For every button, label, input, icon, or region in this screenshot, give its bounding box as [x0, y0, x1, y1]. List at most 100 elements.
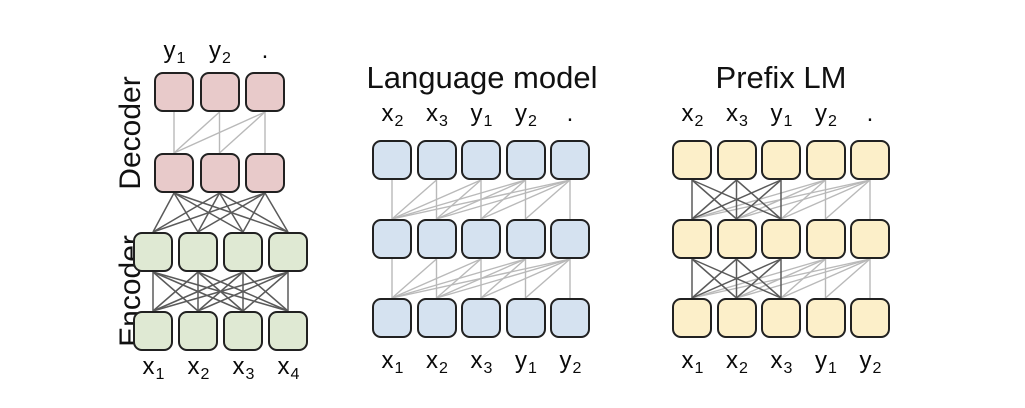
encoder-decoder-box — [223, 232, 263, 272]
token-label: x3 — [232, 353, 255, 383]
token-label: . — [566, 100, 574, 127]
language-model-box — [461, 298, 501, 338]
token-label: y1 — [470, 100, 493, 130]
language-model-title: Language model — [366, 60, 598, 95]
connection-line — [391, 258, 526, 299]
encoder-decoder-box — [178, 232, 218, 272]
connection-line — [391, 179, 482, 220]
connection-line — [825, 179, 871, 220]
encoder-decoder-box — [199, 153, 240, 193]
language-model-box — [372, 219, 412, 259]
token-label: x3 — [426, 100, 448, 130]
prefix-lm-box — [716, 219, 757, 259]
connection-line — [219, 111, 266, 154]
connection-line — [152, 271, 244, 312]
connection-line — [825, 258, 871, 299]
connection-line — [152, 192, 220, 233]
language-model-box — [505, 140, 546, 180]
connection-line — [480, 179, 571, 220]
encoder-decoder-box — [133, 232, 173, 272]
token-label: x2 — [187, 353, 210, 383]
connection-line — [242, 271, 289, 312]
encoder-decoder-box — [199, 72, 240, 112]
encoder-decoder-box — [245, 72, 285, 112]
token-label: x2 — [681, 100, 704, 130]
token-label: y2 — [815, 100, 837, 130]
token-label: y1 — [770, 100, 793, 130]
connection-line — [197, 271, 289, 312]
token-label: y1 — [163, 37, 186, 67]
language-model-box — [416, 219, 457, 259]
language-model-box — [416, 140, 457, 180]
prefix-lm-title: Prefix LM — [715, 60, 847, 95]
token-label: x2 — [381, 100, 404, 130]
connection-line — [691, 179, 782, 220]
prefix-lm-box — [850, 140, 890, 180]
language-model-box — [550, 219, 590, 259]
token-label: . — [261, 37, 269, 64]
language-model-box — [505, 298, 546, 338]
encoder-decoder-box — [133, 311, 173, 351]
encoder-decoder-box — [268, 311, 308, 351]
prefix-lm-box — [716, 140, 757, 180]
prefix-lm-box — [761, 219, 801, 259]
connection-line — [152, 271, 289, 312]
prefix-lm-box — [850, 298, 890, 338]
connection-line — [736, 258, 871, 299]
connection-line — [691, 258, 737, 299]
connection-line — [736, 179, 782, 220]
prefix-lm-box — [672, 140, 712, 180]
connection-line — [391, 258, 482, 299]
prefix-lm-box — [716, 298, 757, 338]
connection-line — [242, 192, 266, 233]
connection-line — [152, 271, 199, 312]
connection-line — [152, 192, 175, 233]
connection-line — [391, 179, 571, 220]
prefix-lm-box — [672, 219, 712, 259]
token-label: x1 — [681, 347, 704, 377]
connection-line — [173, 111, 266, 154]
prefix-lm-box — [672, 298, 712, 338]
prefix-lm-box — [805, 219, 846, 259]
connection-line — [391, 258, 437, 299]
token-label: x1 — [381, 347, 404, 377]
encoder-decoder-box — [178, 311, 218, 351]
prefix-lm-box — [850, 219, 890, 259]
prefix-lm-box — [761, 140, 801, 180]
language-model-box — [550, 298, 590, 338]
language-model-box — [505, 219, 546, 259]
token-label: x3 — [726, 100, 748, 130]
token-label: y1 — [515, 347, 537, 377]
decoder-side-label: Decoder — [114, 76, 147, 190]
encoder-decoder-box — [268, 232, 308, 272]
connection-line — [264, 192, 289, 233]
encoder-decoder-box — [154, 72, 194, 112]
token-label: x3 — [470, 347, 493, 377]
connection-line — [525, 258, 571, 299]
token-label: y1 — [815, 347, 837, 377]
token-label: . — [866, 100, 874, 127]
prefix-lm-box — [805, 298, 846, 338]
language-model-box — [461, 219, 501, 259]
language-model-box — [372, 298, 412, 338]
connection-line — [525, 179, 571, 220]
token-label: y2 — [209, 37, 231, 67]
language-model-box — [416, 298, 457, 338]
connection-line — [691, 179, 737, 220]
token-label: y2 — [859, 347, 882, 377]
language-model-box — [372, 140, 412, 180]
prefix-lm-box — [805, 140, 846, 180]
connection-line — [736, 258, 782, 299]
connection-line — [436, 179, 571, 220]
connection-line — [391, 258, 571, 299]
connection-line — [152, 192, 266, 233]
token-label: x2 — [426, 347, 448, 377]
connection-line — [391, 179, 437, 220]
connection-line — [173, 111, 220, 154]
encoder-decoder-box — [223, 311, 263, 351]
language-model-box — [461, 140, 501, 180]
prefix-lm-box — [761, 298, 801, 338]
token-label: x2 — [726, 347, 748, 377]
